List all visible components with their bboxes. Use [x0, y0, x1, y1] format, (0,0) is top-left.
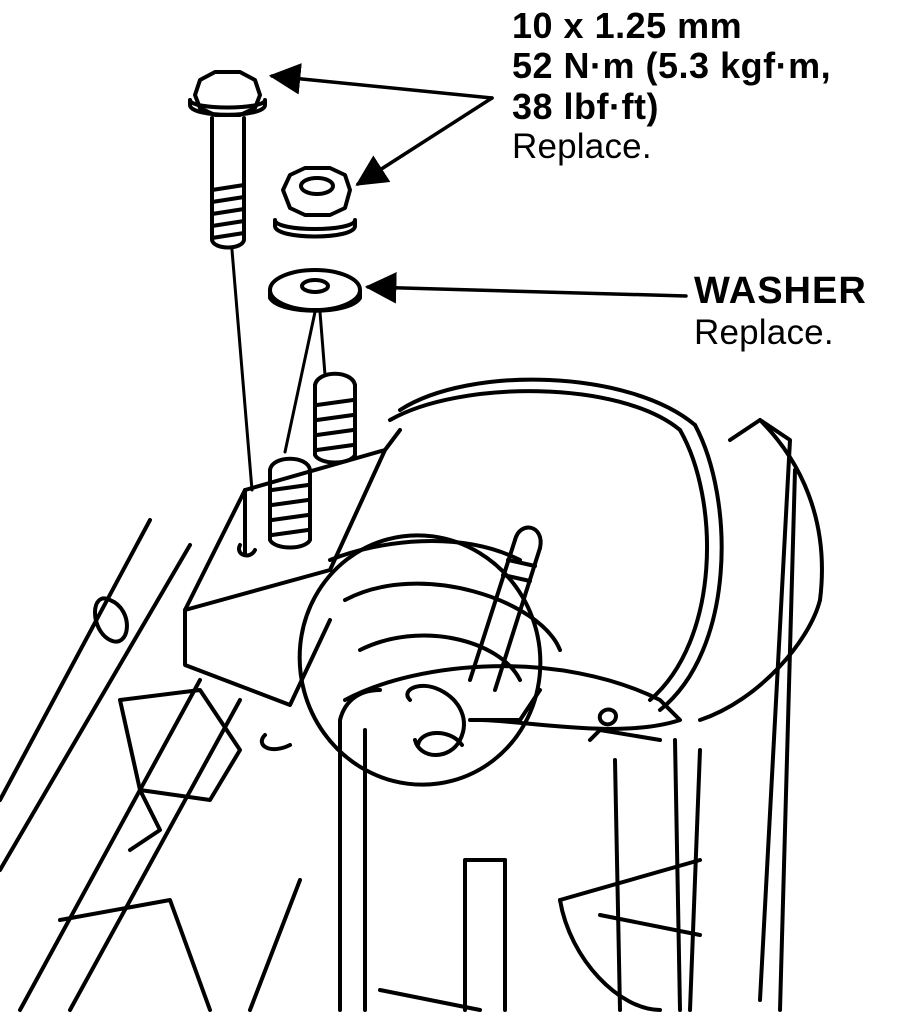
washer — [268, 268, 362, 313]
bolt-replace-note: Replace. — [512, 126, 652, 166]
bolt-size: 10 x 1.25 mm — [512, 5, 743, 46]
leader-arrows — [268, 63, 688, 304]
alignment-lines — [230, 248, 327, 492]
frame-rail — [0, 518, 302, 1012]
mount-stud-rear — [313, 371, 357, 465]
lower-bracket — [343, 664, 682, 757]
mount-stud-front — [268, 456, 312, 550]
washer-callout: WASHER Replace. — [694, 270, 867, 352]
flange-nut — [273, 166, 357, 239]
subframe — [338, 418, 824, 1012]
bolt-torque-imperial: 38 lbf·ft) — [512, 85, 659, 127]
washer-replace-note: Replace. — [694, 312, 834, 352]
flange-bolt — [188, 70, 267, 250]
mount-drum — [297, 377, 724, 787]
bolt-spec-callout: 10 x 1.25 mm 52 N·m (5.3 kgf·m, 38 lbf·f… — [512, 5, 832, 166]
bolt-torque-metric: 52 N·m (5.3 kgf·m, — [512, 45, 832, 87]
washer-label: WASHER — [694, 270, 867, 312]
mount-bracket — [183, 428, 402, 752]
